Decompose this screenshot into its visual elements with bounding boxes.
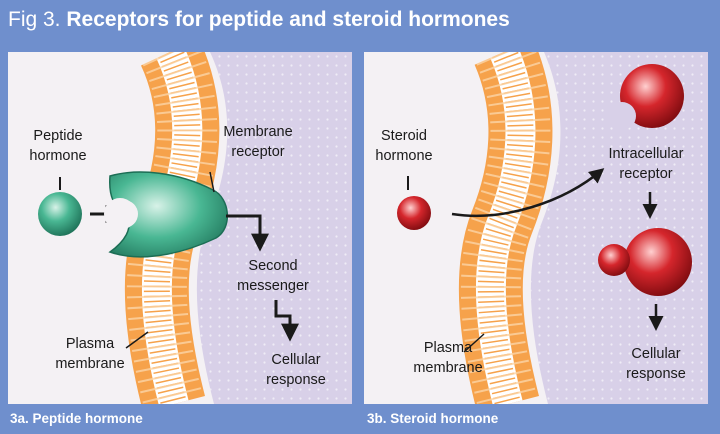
- peptide-hormone-label-2: hormone: [29, 148, 86, 164]
- cellular-response-label-a-2: response: [266, 372, 326, 388]
- plasma-membrane-label-b-1: Plasma: [424, 340, 473, 356]
- second-messenger-label-1: Second: [248, 258, 297, 274]
- steroid-hormone-label-1: Steroid: [381, 128, 427, 144]
- figure-number: Fig 3.: [8, 8, 61, 31]
- membrane-receptor-label-1: Membrane: [223, 124, 292, 140]
- figure-title: Fig 3. Receptors for peptide and steroid…: [8, 4, 510, 36]
- plasma-membrane-b: [458, 52, 553, 404]
- panel-steroid: Steroid hormone Intracellular receptor: [364, 52, 708, 404]
- plasma-membrane-label-a-1: Plasma: [66, 336, 115, 352]
- cellular-response-label-b-2: response: [626, 366, 686, 382]
- caption-peptide: 3a. Peptide hormone: [10, 411, 143, 426]
- peptide-hormone-label-1: Peptide: [33, 128, 82, 144]
- panel-peptide: Peptide hormone Membrane receptor Second…: [8, 52, 352, 404]
- cellular-response-label-b-1: Cellular: [631, 346, 680, 362]
- peptide-hormone-ball: [38, 192, 82, 236]
- figure-heading: Receptors for peptide and steroid hormon…: [66, 8, 510, 31]
- steroid-hormone-label-2: hormone: [375, 148, 432, 164]
- second-messenger-label-2: messenger: [237, 278, 309, 294]
- caption-steroid: 3b. Steroid hormone: [367, 411, 499, 426]
- plasma-membrane-label-b-2: membrane: [413, 360, 482, 376]
- cellular-response-label-a-1: Cellular: [271, 352, 320, 368]
- intracellular-receptor-label-2: receptor: [619, 166, 672, 182]
- peptide-diagram: Peptide hormone Membrane receptor Second…: [29, 52, 352, 404]
- steroid-hormone-ball: [397, 196, 431, 230]
- steroid-diagram: Steroid hormone Intracellular receptor: [375, 52, 708, 404]
- membrane-receptor-label-2: receptor: [231, 144, 284, 160]
- hormone-receptor-complex: [598, 228, 692, 296]
- plasma-membrane-label-a-2: membrane: [55, 356, 124, 372]
- intracellular-receptor-label-1: Intracellular: [609, 146, 684, 162]
- intracellular-receptor: [608, 64, 684, 130]
